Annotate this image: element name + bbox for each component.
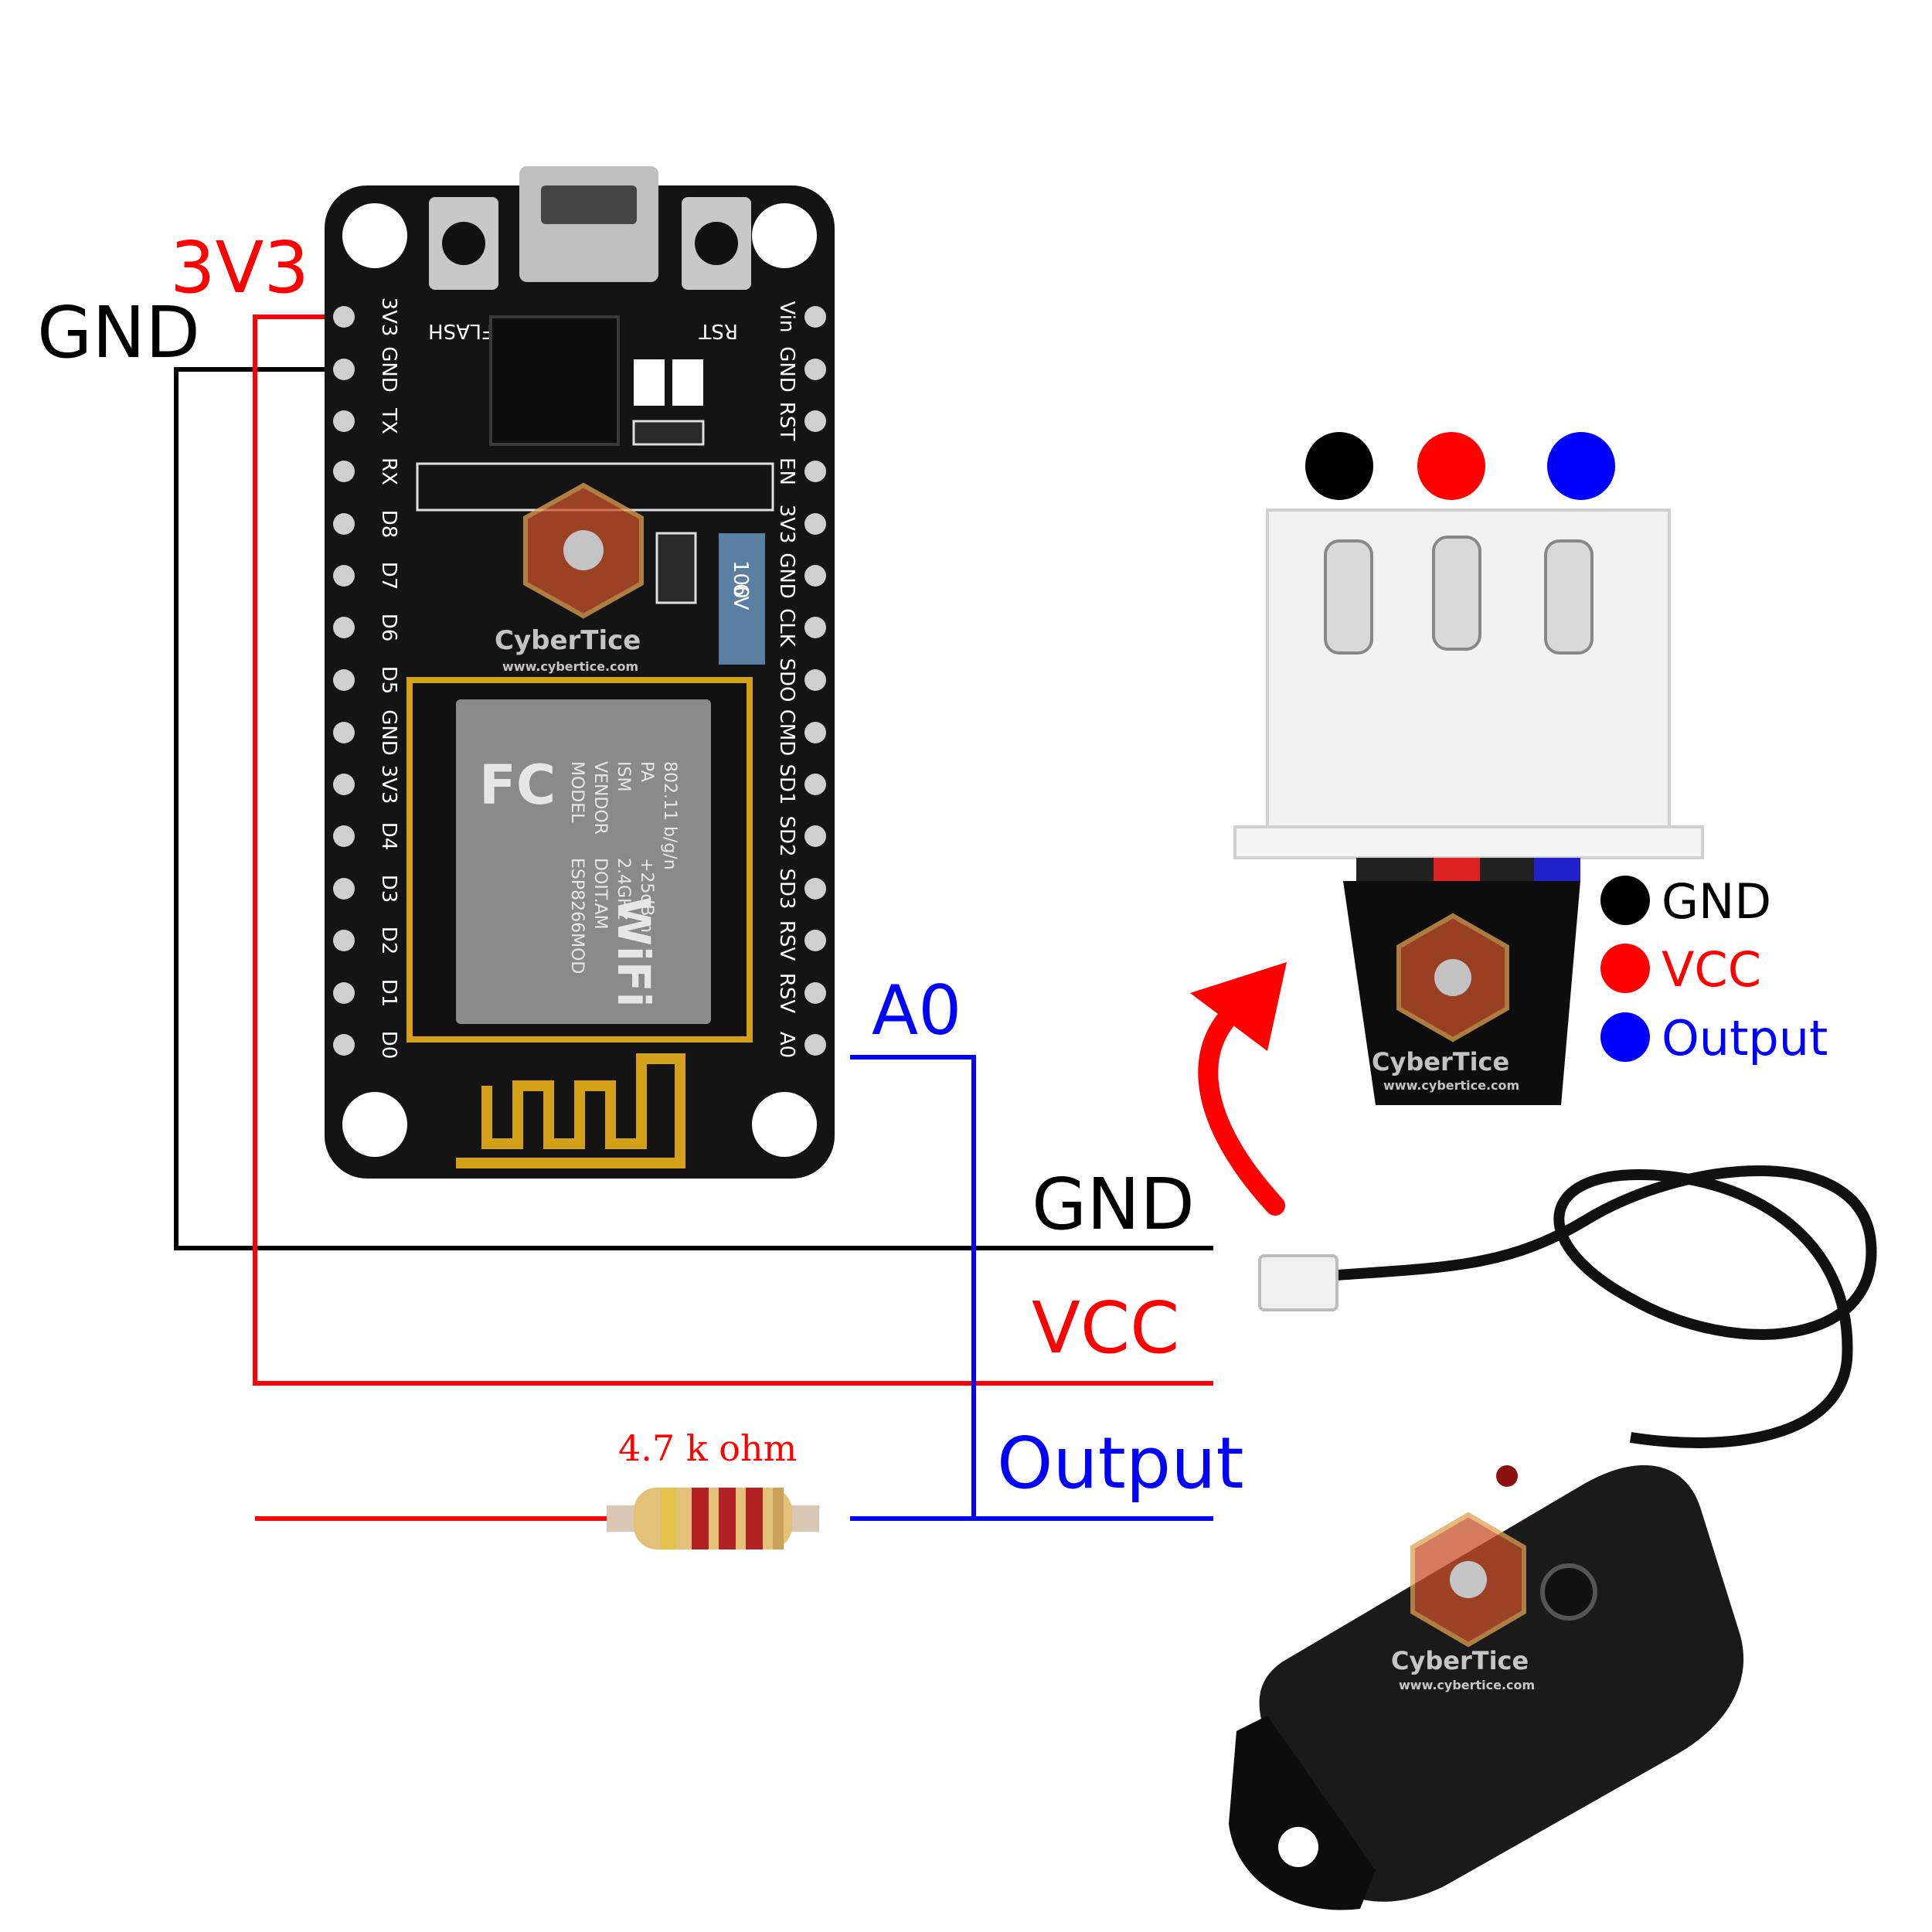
- svg-text:100: 100: [729, 560, 752, 599]
- connector-dot-red: [1417, 432, 1485, 500]
- module-value-line: ESP8266MOD: [567, 858, 587, 974]
- right-pin-label: SDO: [775, 658, 798, 702]
- gnd-top-label: GND: [37, 291, 200, 374]
- sensor-led: [1496, 1465, 1518, 1487]
- left-pin-label: D1: [377, 979, 400, 1008]
- module-text-line: PA: [637, 761, 656, 782]
- left-pin-label: D5: [377, 666, 400, 695]
- legend-dot-gnd: [1600, 876, 1650, 925]
- right-pin-label: CLK: [775, 608, 798, 648]
- svg-text:CyberTice: CyberTice: [1391, 1646, 1529, 1675]
- left-pin-label: TX: [377, 407, 400, 434]
- zoom-arrow: [1190, 962, 1287, 1216]
- sensor-cable: [1336, 1165, 1877, 1448]
- left-header-pins: [333, 306, 355, 1056]
- right-pin-labels: VinGNDRSTEN3V3GNDCLKSDOCMDSD1SD2SD3RSVRS…: [775, 301, 798, 1059]
- resistor: [607, 1488, 819, 1549]
- left-pin-label: D0: [377, 1031, 400, 1060]
- left-pin-label: D8: [377, 510, 400, 539]
- pcb-antenna: [456, 1053, 685, 1168]
- right-pin-label: Vin: [775, 301, 798, 333]
- left-pin-label: D3: [377, 875, 400, 903]
- right-pin-label: SD1: [775, 764, 798, 804]
- vcc-bus-label: VCC: [1032, 1287, 1179, 1369]
- connector-dot-black: [1305, 432, 1373, 500]
- gnd-bus-label: GND: [1032, 1163, 1195, 1246]
- a0-label: A0: [872, 971, 961, 1050]
- legend-dot-output: [1600, 1012, 1650, 1062]
- legend-dot-vcc: [1600, 944, 1650, 993]
- v33-top-label: 3V3: [170, 226, 309, 309]
- left-pin-label: D2: [377, 927, 400, 955]
- right-pin-label: SD2: [775, 815, 798, 856]
- right-pin-label: RSV: [775, 920, 798, 961]
- right-pin-label: RSV: [775, 973, 798, 1014]
- connector-closeup: CyberTice www.cybertice.com: [1233, 432, 1704, 1105]
- right-pin-label: SD3: [775, 868, 798, 909]
- vcc-wire: [253, 315, 1213, 1386]
- module-value-line: 2.4GHz: [614, 858, 633, 920]
- output-wire: [850, 1055, 1213, 1521]
- legend-label-vcc: VCC: [1662, 941, 1761, 998]
- module-text-line: VENDOR: [590, 761, 610, 835]
- module-text-line: 802.11 b/g/n: [660, 761, 679, 870]
- svg-text:WiFi: WiFi: [607, 896, 660, 1007]
- module-value-line: +25dBm: [637, 858, 656, 933]
- svg-text:CyberTice: CyberTice: [495, 625, 641, 656]
- legend-label-gnd: GND: [1662, 873, 1771, 930]
- right-pin-label: EN: [775, 457, 798, 485]
- connector-dot-blue: [1547, 432, 1615, 500]
- sensor-watermark: CyberTice www.cybertice.com: [1391, 1512, 1535, 1692]
- resistor-label: 4.7 k ohm: [618, 1427, 797, 1469]
- right-pin-label: GND: [775, 553, 798, 599]
- left-pin-label: RX: [377, 457, 400, 485]
- connector-legend: GND VCC Output: [1600, 873, 1828, 1066]
- left-pin-label: D4: [377, 822, 400, 851]
- right-pin-label: RST: [775, 402, 798, 441]
- gnd-wire: [174, 367, 1213, 1250]
- svg-text:www.cybertice.com: www.cybertice.com: [1399, 1678, 1535, 1692]
- output-bus-label: Output: [997, 1422, 1244, 1505]
- svg-text:CyberTice: CyberTice: [1372, 1047, 1509, 1077]
- right-pin-label: GND: [775, 346, 798, 393]
- nodemcu-board: FLASH RST 100 6V FC WiFi: [325, 166, 835, 1179]
- right-pin-label: CMD: [775, 709, 798, 757]
- left-pin-label: 3V3: [377, 765, 400, 804]
- svg-text:FC: FC: [479, 753, 556, 817]
- sensor-potentiometer: [1540, 1563, 1597, 1621]
- legend-label-output: Output: [1662, 1010, 1828, 1066]
- module-value-line: DOIT.AM: [590, 858, 610, 930]
- right-pin-label: A0: [775, 1032, 798, 1058]
- right-header-pins: [804, 306, 826, 1056]
- svg-text:www.cybertice.com: www.cybertice.com: [1383, 1078, 1519, 1093]
- left-pin-label: GND: [377, 709, 400, 756]
- module-text-line: MODEL: [567, 761, 587, 823]
- left-pin-label: 3V3: [377, 298, 400, 337]
- sensor-body: CyberTice www.cybertice.com: [1229, 1465, 1744, 1910]
- connector-watermark: CyberTice www.cybertice.com: [1372, 913, 1519, 1093]
- svg-text:www.cybertice.com: www.cybertice.com: [502, 659, 638, 674]
- flash-label: FLASH: [428, 319, 493, 342]
- left-pin-label: D6: [377, 614, 400, 642]
- svg-text:6V: 6V: [729, 583, 752, 611]
- module-text-line: ISM: [614, 761, 633, 791]
- right-pin-label: 3V3: [775, 505, 798, 544]
- left-pin-label: GND: [377, 346, 400, 393]
- left-pin-label: D7: [377, 562, 400, 590]
- rst-label: RST: [699, 319, 738, 342]
- sensor-plug: [1258, 1254, 1338, 1311]
- board-watermark: CyberTice www.cybertice.com: [495, 482, 644, 674]
